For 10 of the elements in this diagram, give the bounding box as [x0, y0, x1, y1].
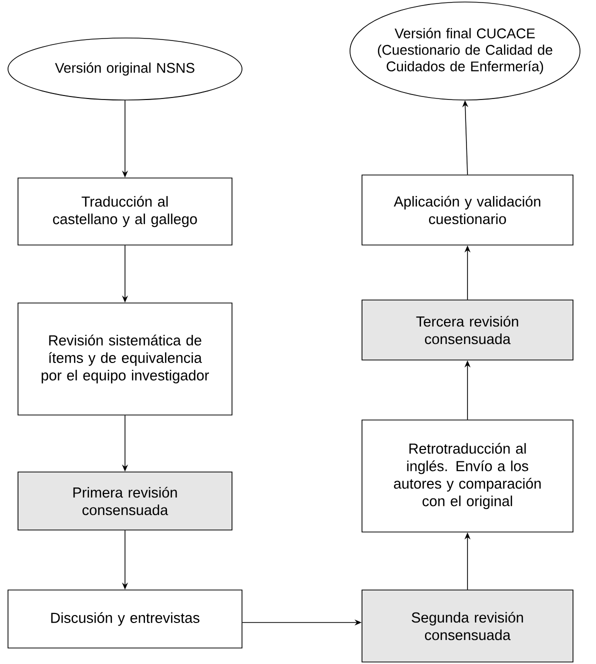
- process-box: Revisión sistemática de ítems y de equivalencia por el equipo investigador: [18, 302, 232, 416]
- process-box: Retrotraducción al inglés. Envío a los autores y comparación con el original: [362, 420, 574, 532]
- process-box: Discusión y entrevistas: [8, 590, 242, 648]
- process-box: Segunda revisión consensuada: [362, 590, 574, 662]
- ellipse-node: Versión original NSNS: [8, 38, 242, 100]
- process-box: Tercera revisión consensuada: [362, 300, 574, 360]
- process-box: Traducción al castellano y al gallego: [18, 178, 232, 246]
- ellipse-node: Versión final CUCACE (Cuestionario de Calidad de Cuidados de Enfermería): [350, 2, 580, 100]
- process-box: Aplicación y validación cuestionario: [362, 174, 574, 246]
- process-box: Primera revisión consensuada: [18, 472, 232, 530]
